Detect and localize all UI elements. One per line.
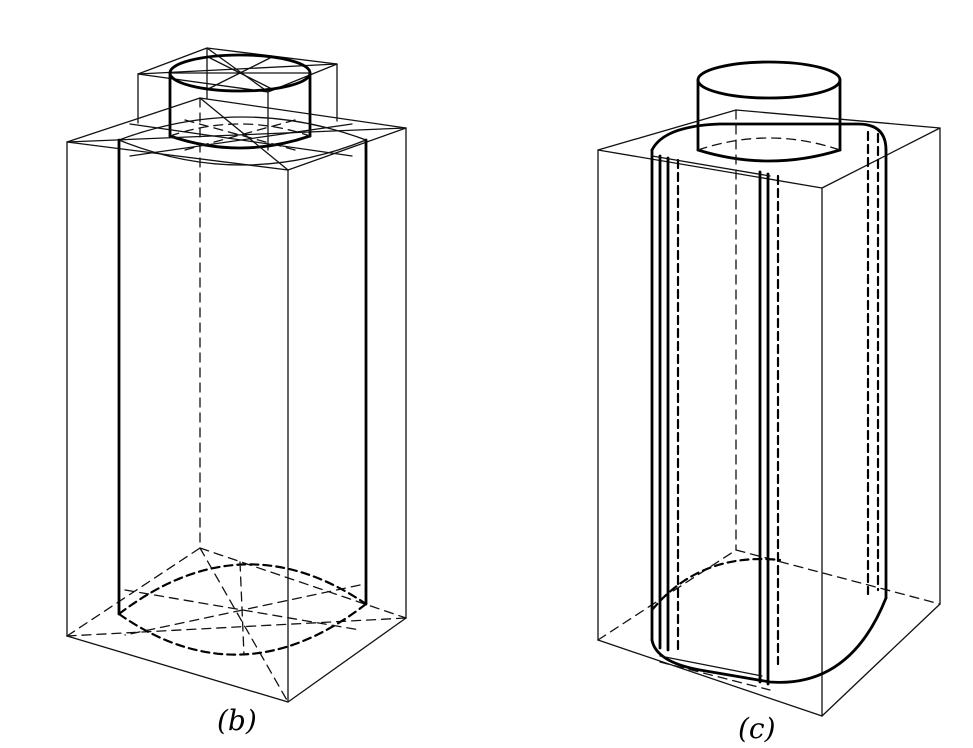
figure-b: (b) (66, 47, 407, 737)
figure-b-big-prism (66, 97, 407, 703)
figure-c: (c) (597, 60, 941, 745)
figure-c-small-cylinder (696, 60, 842, 163)
figure-b-big-cylinder (117, 116, 368, 656)
figure-b-label: (b) (217, 704, 257, 737)
figure-c-slots (651, 130, 880, 691)
figure-c-label: (c) (738, 712, 776, 745)
